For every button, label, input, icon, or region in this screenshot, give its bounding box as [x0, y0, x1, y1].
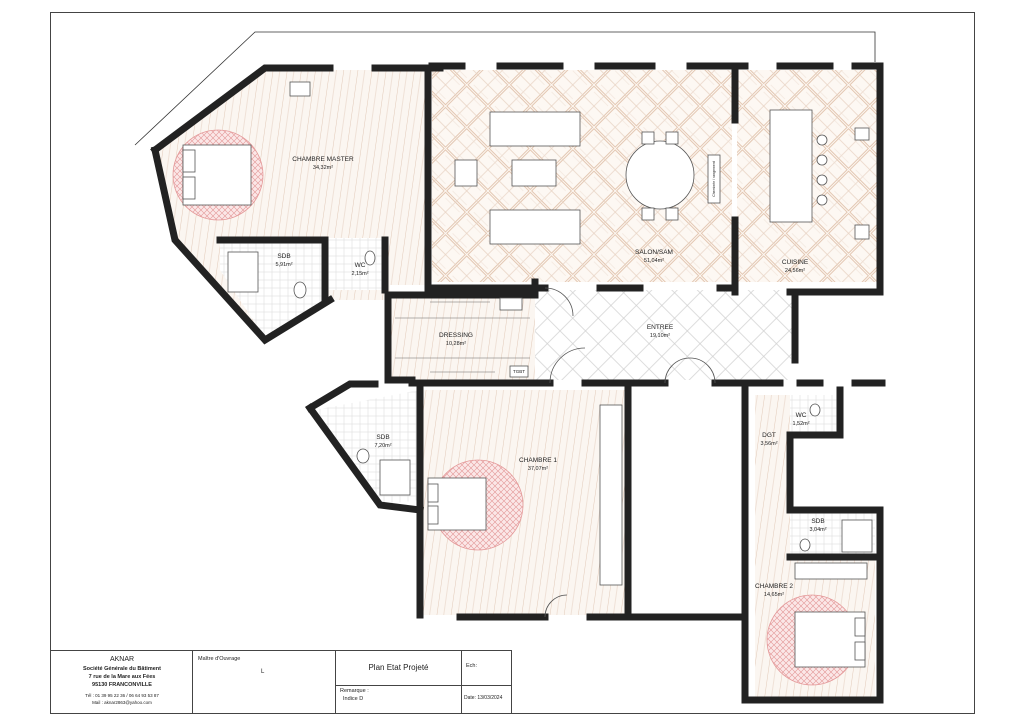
furniture: [182, 81, 873, 668]
plan-title: Plan Etat Projeté: [368, 663, 429, 672]
plan-cell: Plan Etat Projeté Ech: Remarque : Indice…: [336, 651, 511, 713]
company-email: Mail : aknar2863@yahoo.com: [92, 700, 152, 705]
date-value: Date: 13/03/2024: [464, 695, 503, 701]
title-block: AKNAR Société Générale du Bâtiment 7 rue…: [51, 650, 512, 713]
dressing-rods: [395, 301, 530, 373]
doors: [544, 287, 716, 618]
company-cell: AKNAR Société Générale du Bâtiment 7 rue…: [51, 651, 193, 713]
maitre-label: Maître d'Ouvrage: [198, 656, 241, 662]
tgbt-label: TGBT: [513, 369, 525, 374]
frame-line: [134, 31, 876, 146]
company-desc: Société Générale du Bâtiment: [83, 666, 161, 672]
walls: [150, 62, 886, 704]
entree-floor: [535, 290, 795, 380]
remarque-label: Remarque :: [340, 688, 369, 694]
drawing-sheet: [50, 12, 975, 714]
scale-label: Ech:: [466, 663, 478, 669]
company-name: AKNAR: [109, 656, 135, 663]
company-address-2: 95130 FRANCONVILLE: [92, 682, 152, 688]
indice-value: Indice D: [343, 696, 364, 702]
wc-master-floor: [325, 238, 385, 290]
company-phone: Tél : 01 39 95 22 36 / 06 64 93 53 87: [85, 693, 159, 698]
storage-label: Cheminée / rangement: [712, 161, 716, 197]
maitre-cell: Maître d'Ouvrage L: [193, 651, 336, 713]
company-address-1: 7 rue de la Mare aux Fées: [88, 674, 156, 680]
maitre-value: L: [261, 669, 265, 675]
